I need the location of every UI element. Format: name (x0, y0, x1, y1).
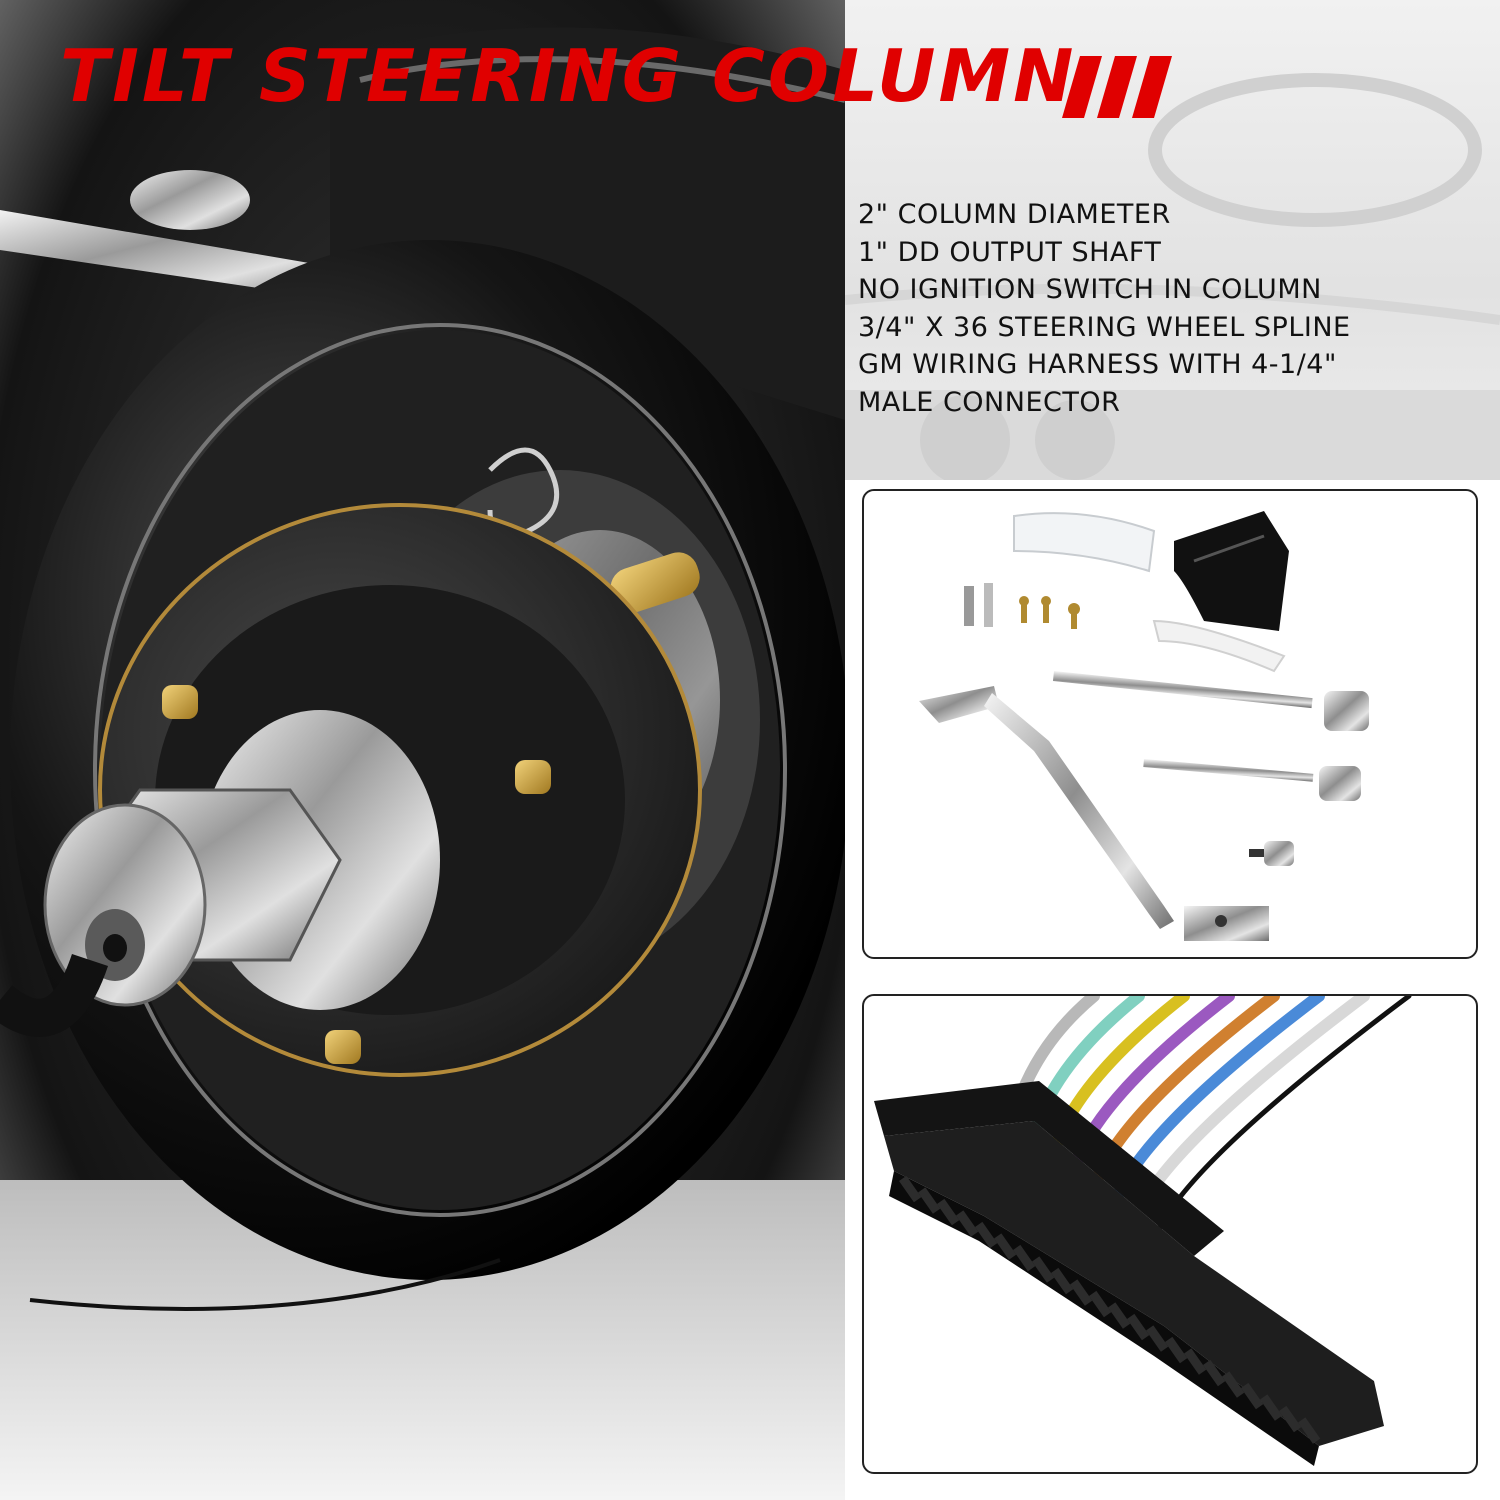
car-interior-background (845, 0, 1500, 480)
connector-tooth (1222, 1371, 1245, 1398)
accessories-panel (862, 489, 1478, 959)
page-title: TILT STEERING COLUMN (60, 34, 1077, 118)
connector-tooth (1146, 1325, 1169, 1352)
connector-tooth (1032, 1256, 1055, 1283)
wiring-harness-image (874, 996, 1412, 1466)
connector-tooth (1089, 1290, 1112, 1318)
connector-tooth (956, 1210, 979, 1237)
connector-tooth (1298, 1417, 1321, 1444)
spec-wiring-harness: GM WIRING HARNESS WITH 4-1/4" (858, 349, 1337, 380)
connector-tooth (937, 1198, 960, 1226)
connector-tooth (1127, 1313, 1150, 1341)
connector-tooth (1051, 1267, 1074, 1295)
connector-tooth (1260, 1394, 1283, 1421)
spec-male-connector: MALE CONNECTOR (858, 386, 1121, 418)
spec-wheel-spline: 3/4" X 36 STEERING WHEEL SPLINE (858, 311, 1351, 343)
connector-tooth (1165, 1336, 1188, 1364)
connector-tooth (898, 1175, 922, 1203)
connector-tooth (994, 1233, 1017, 1260)
harness-connector (874, 1081, 1384, 1466)
steering-column-photo (0, 0, 845, 1500)
connector-tooth (1108, 1302, 1131, 1329)
spec-column-diameter: 2" COLUMN DIAMETER (858, 199, 1171, 230)
spec-ignition-switch: NO IGNITION SWITCH IN COLUMN (858, 274, 1322, 305)
connector-tooth (1203, 1359, 1226, 1387)
slash-marks-icon (1062, 56, 1172, 118)
connector-tooth (1241, 1382, 1264, 1410)
connector-tooth (1184, 1348, 1207, 1375)
spec-list: 2" COLUMN DIAMETER 1" DD OUTPUT SHAFT NO… (858, 196, 1351, 421)
connector-tooth (1013, 1244, 1036, 1272)
connector-tooth (1070, 1279, 1093, 1306)
spec-output-shaft: 1" DD OUTPUT SHAFT (858, 236, 1162, 268)
connector-tooth (974, 1221, 998, 1249)
connector-tooth (917, 1187, 941, 1214)
connector-tooth (1279, 1405, 1302, 1433)
wiring-harness-panel (862, 994, 1478, 1474)
accessories-image (919, 511, 1369, 941)
